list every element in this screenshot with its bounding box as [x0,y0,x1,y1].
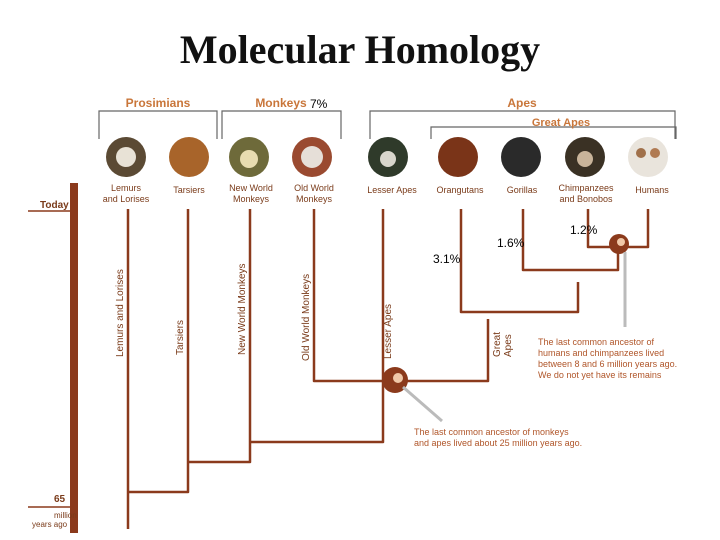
label-gorillas: Gorillas [507,185,538,195]
node-human-chimp-ancestor-face [617,238,625,246]
photo-lesser-apes-face [380,151,396,167]
timeline-today: Today [40,200,69,211]
note-ma-line-2: and apes lived about 25 million years ag… [414,438,582,448]
photo-orangutans [438,137,478,177]
note-human-chimp: The last common ancestor of humans and c… [538,337,677,380]
photo-chimps-face [577,151,593,167]
label-humans: Humans [635,185,669,195]
note-hc-line-4: We do not yet have its remains [538,370,662,380]
note-hc-line-3: between 8 and 6 million years ago. [538,359,677,369]
label-owm-2: Monkeys [296,194,333,204]
branch-label-lemurs: Lemurs and Lorises [115,269,126,357]
branch-orangutans [461,209,578,312]
percent-gorillas: 1.6% [497,236,525,250]
branch-label-great-2: Apes [503,334,514,357]
slide-title: Molecular Homology [0,26,720,73]
label-nwm-1: New World [229,183,273,193]
percent-monkeys: 7% [310,97,328,111]
label-lemurs-2: and Lorises [103,194,150,204]
photo-humans-face-2 [650,148,660,158]
label-owm-1: Old World [294,183,334,193]
photo-gorillas [501,137,541,177]
taxon-photos [106,137,668,177]
pointer-monkey-ape [403,387,442,421]
note-hc-line-2: humans and chimpanzees lived [538,348,664,358]
label-lemurs-1: Lemurs [111,183,142,193]
group-monkeys: Monkeys [255,96,307,110]
photo-humans [628,137,668,177]
phylogeny-panel: Prosimians Monkeys Apes Great Apes Lemur… [28,87,710,540]
timeline-unit-1: million [54,511,77,520]
photo-nwm-face [240,150,258,168]
prosimians-bracket [99,111,217,139]
note-monkey-ape: The last common ancestor of monkeys and … [414,427,582,448]
taxon-labels: Lemurs and Lorises Tarsiers New World Mo… [103,183,670,204]
note-hc-line-1: The last common ancestor of [538,337,655,347]
branch-label-owm: Old World Monkeys [301,274,312,361]
branch-label-nwm: New World Monkeys [237,263,248,355]
branch-label-lesser-apes: Lesser Apes [383,304,394,359]
photo-tarsiers [169,137,209,177]
tree-branches [128,209,648,529]
branch-label-tarsiers: Tarsiers [175,320,186,355]
node-monkey-ape-ancestor-face [393,373,403,383]
photo-humans-face-1 [636,148,646,158]
percent-chimps: 1.2% [570,223,598,237]
label-tarsiers: Tarsiers [173,185,205,195]
timeline-bar [70,183,78,533]
apes-bracket [370,111,675,139]
photo-owm-face [301,146,323,168]
timeline-65: 65 [54,494,66,505]
photo-lemurs-face [116,147,136,167]
percent-orangutans: 3.1% [433,252,461,266]
timeline-unit-2: years ago [32,520,68,529]
phylogeny-tree: Prosimians Monkeys Apes Great Apes Lemur… [28,87,710,540]
group-great-apes: Great Apes [532,117,590,129]
label-orangutans: Orangutans [436,185,484,195]
label-chimps-1: Chimpanzees [558,183,614,193]
label-chimps-2: and Bonobos [559,194,613,204]
branch-owm [314,209,383,381]
group-prosimians: Prosimians [126,96,191,110]
branch-label-great-1: Great [492,332,503,357]
branch-monkey-ape-join [250,381,383,442]
label-nwm-2: Monkeys [233,194,270,204]
monkeys-bracket [222,111,341,139]
label-lesser-apes: Lesser Apes [367,185,417,195]
group-apes: Apes [507,96,537,110]
note-ma-line-1: The last common ancestor of monkeys [414,427,569,437]
branch-gorillas [523,209,618,270]
